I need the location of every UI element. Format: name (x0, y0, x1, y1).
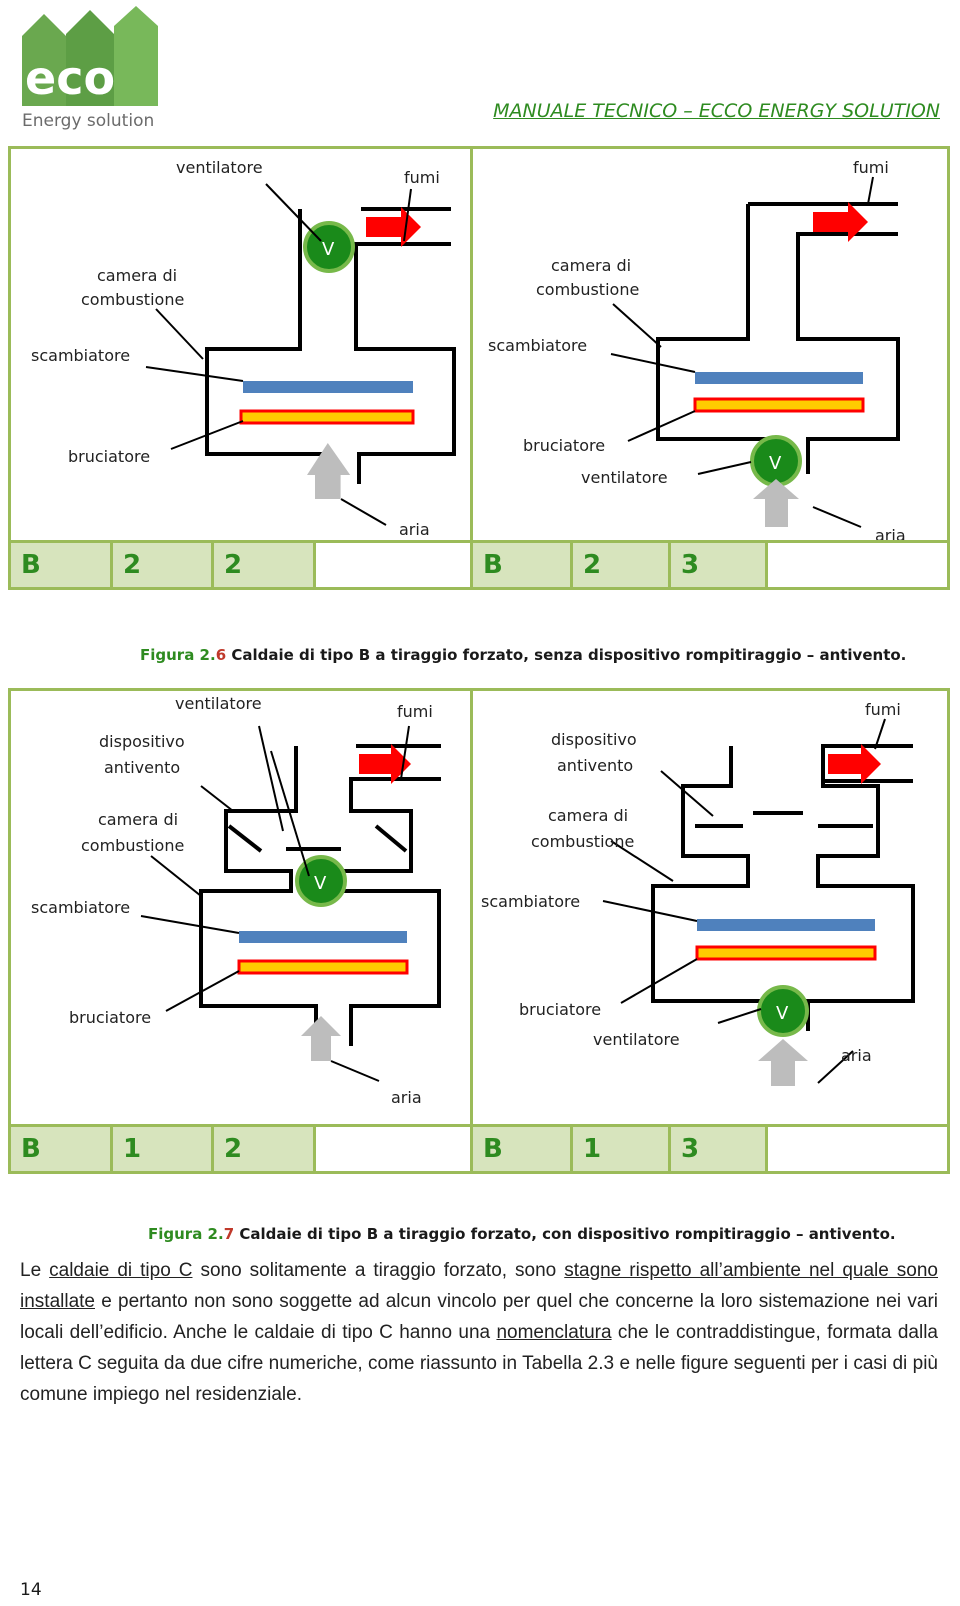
ecco-logo: eco Energy solution (22, 6, 158, 131)
label-bruciatore: bruciatore (519, 1000, 601, 1019)
fan-icon (757, 985, 809, 1037)
label-aria: aria (841, 1046, 872, 1065)
code-cell: 3 (671, 1127, 768, 1171)
code-cell: 2 (214, 543, 316, 587)
diagram-b12: V ventilatore fumi dispositivo antivento… (31, 694, 441, 1107)
flue-arrow-icon (359, 744, 411, 784)
diagram-b23: V fumi camera di combustione scambiatore… (488, 158, 906, 545)
label-ventilatore: ventilatore (175, 694, 262, 713)
code-cell: B (11, 543, 113, 587)
label-dispositivo: dispositivo (551, 730, 637, 749)
label-antivento: antivento (557, 756, 633, 775)
air-arrow-icon (758, 1039, 808, 1086)
flue-arrow-icon (366, 207, 421, 247)
label-aria: aria (399, 520, 430, 539)
label-combustione: combustione (531, 832, 634, 851)
label-bruciatore: bruciatore (68, 447, 150, 466)
label-scambiatore: scambiatore (488, 336, 587, 355)
code-cell (316, 1127, 473, 1171)
figure-2-7-frame: V ventilatore fumi dispositivo antivento… (8, 688, 950, 1174)
code-cell: 3 (671, 543, 768, 587)
diagram-b22: V ventilatore fumi camera di combustione… (31, 158, 456, 539)
label-combustione: combustione (81, 836, 184, 855)
figure-2-6-frame: V ventilatore fumi camera di combustione… (8, 146, 950, 590)
label-camera: camera di (551, 256, 631, 275)
label-ventilatore: ventilatore (176, 158, 263, 177)
fan-icon (303, 221, 355, 273)
label-scambiatore: scambiatore (31, 898, 130, 917)
label-dispositivo: dispositivo (99, 732, 185, 751)
svg-text:V: V (776, 1003, 789, 1024)
logo-text: eco (25, 51, 115, 105)
body-paragraph: Le caldaie di tipo C sono solitamente a … (20, 1260, 939, 1405)
label-camera: camera di (548, 806, 628, 825)
code-cell: 1 (113, 1127, 214, 1171)
code-cell: B (11, 1127, 113, 1171)
label-fumi: fumi (397, 702, 433, 721)
label-ventilatore: ventilatore (593, 1030, 680, 1049)
page-number: 14 (20, 1580, 42, 1600)
classification-codes: B 2 2 B 2 3 (11, 540, 947, 587)
label-camera: camera di (97, 266, 177, 285)
label-scambiatore: scambiatore (31, 346, 130, 365)
svg-text:V: V (769, 453, 782, 474)
air-arrow-icon (301, 1016, 341, 1061)
air-arrow-icon (307, 443, 351, 499)
code-cell: 2 (573, 543, 671, 587)
label-bruciatore: bruciatore (69, 1008, 151, 1027)
classification-codes: B 1 2 B 1 3 (11, 1124, 947, 1171)
label-fumi: fumi (865, 700, 901, 719)
code-cell: 2 (113, 543, 214, 587)
manual-title: MANUALE TECNICO – ECCO ENERGY SOLUTION (493, 100, 940, 122)
label-camera: camera di (98, 810, 178, 829)
code-cell (768, 543, 947, 587)
label-aria: aria (391, 1088, 422, 1107)
flue-arrow-icon (828, 744, 881, 784)
svg-text:V: V (314, 873, 327, 894)
label-combustione: combustione (536, 280, 639, 299)
figure-2-7-caption: Figura 2.7 Caldaie di tipo B a tiraggio … (148, 1225, 896, 1243)
label-fumi: fumi (853, 158, 889, 177)
code-cell (316, 543, 473, 587)
code-cell: B (473, 543, 573, 587)
air-arrow-icon (753, 479, 799, 527)
code-cell: 2 (214, 1127, 316, 1171)
figure-2-6-caption: Figura 2.6 Caldaie di tipo B a tiraggio … (140, 646, 907, 664)
logo-subtitle: Energy solution (22, 111, 154, 131)
fan-icon (295, 855, 347, 907)
code-cell: 1 (573, 1127, 671, 1171)
svg-text:V: V (322, 239, 335, 260)
code-cell (768, 1127, 947, 1171)
label-antivento: antivento (104, 758, 180, 777)
label-ventilatore: ventilatore (581, 468, 668, 487)
diagram-b13: V fumi dispositivo antivento camera di c… (481, 700, 915, 1086)
label-combustione: combustione (81, 290, 184, 309)
label-scambiatore: scambiatore (481, 892, 580, 911)
label-fumi: fumi (404, 168, 440, 187)
flue-arrow-icon (813, 202, 868, 242)
label-bruciatore: bruciatore (523, 436, 605, 455)
code-cell: B (473, 1127, 573, 1171)
